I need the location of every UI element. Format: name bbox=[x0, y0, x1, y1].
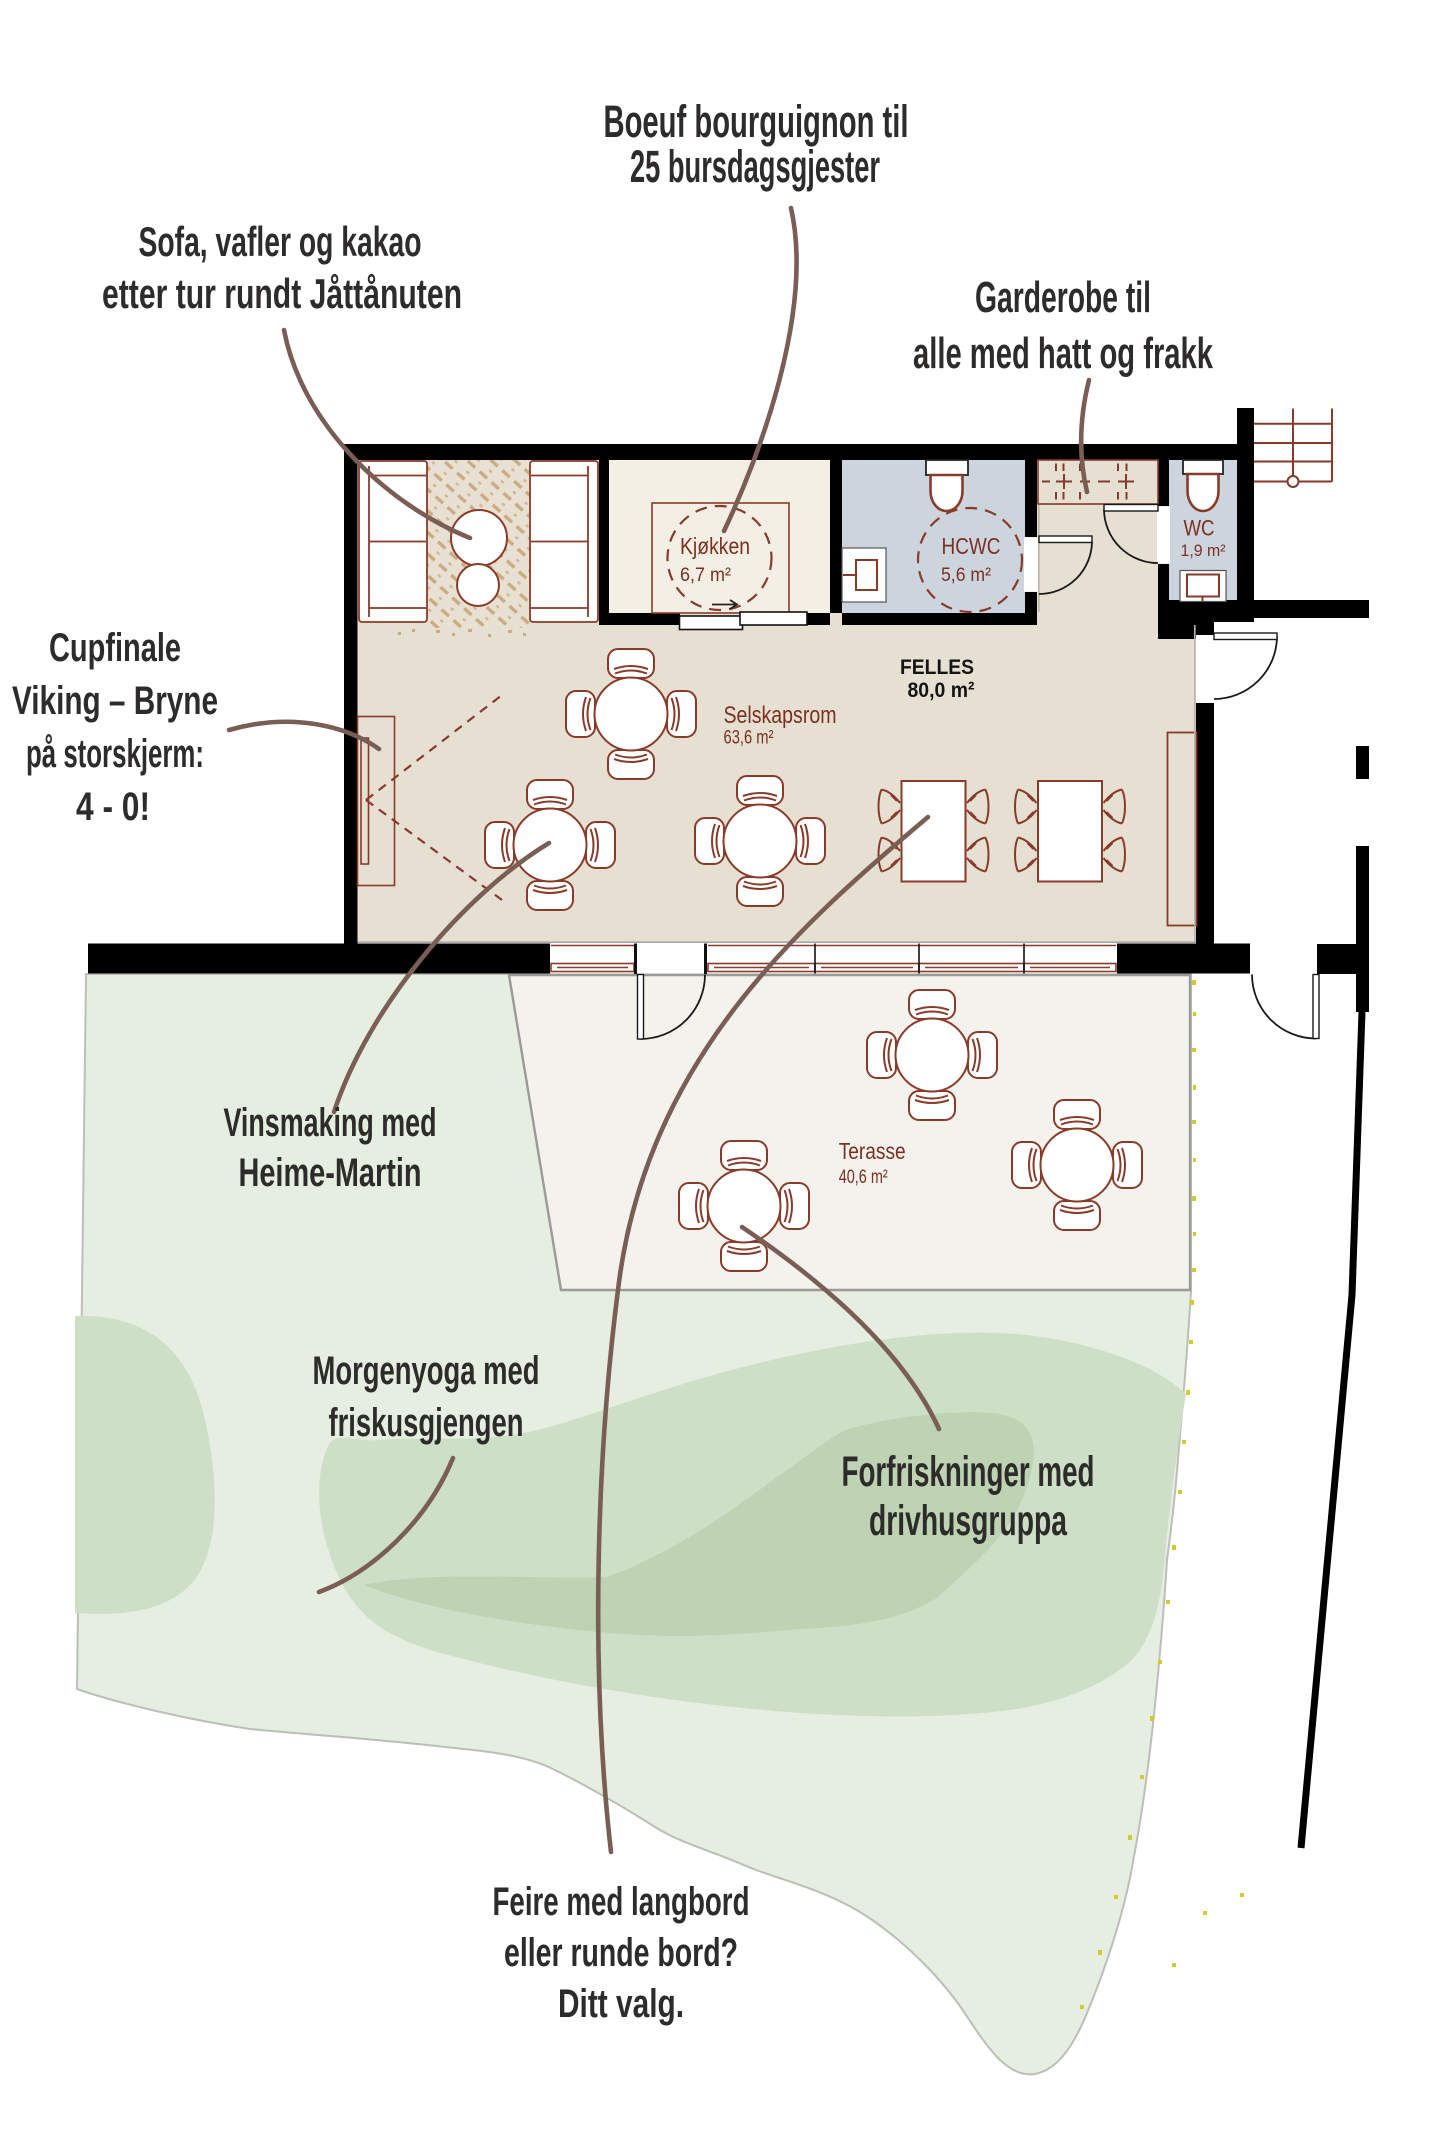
svg-text:friskusgjengen: friskusgjengen bbox=[329, 1401, 524, 1445]
svg-text:alle med hatt og frakk: alle med hatt og frakk bbox=[913, 329, 1213, 378]
svg-text:Forfriskninger med: Forfriskninger med bbox=[842, 1448, 1095, 1496]
svg-text:Boeuf bourguignon til: Boeuf bourguignon til bbox=[604, 96, 909, 147]
svg-text:80,0 m²: 80,0 m² bbox=[908, 678, 975, 702]
svg-text:Terasse: Terasse bbox=[839, 1138, 906, 1164]
svg-text:Sofa, vafler og kakao: Sofa, vafler og kakao bbox=[139, 218, 422, 265]
svg-text:5,6 m²: 5,6 m² bbox=[941, 565, 991, 586]
svg-text:Ditt valg.: Ditt valg. bbox=[558, 1982, 684, 2026]
svg-text:6,7 m²: 6,7 m² bbox=[680, 565, 731, 586]
svg-text:WC: WC bbox=[1184, 516, 1215, 541]
svg-text:Kjøkken: Kjøkken bbox=[680, 533, 750, 559]
svg-text:25 bursdagsgjester: 25 bursdagsgjester bbox=[630, 141, 880, 192]
svg-text:1,9 m²: 1,9 m² bbox=[1181, 542, 1226, 560]
svg-text:eller runde bord?: eller runde bord? bbox=[504, 1931, 738, 1975]
svg-text:Viking – Bryne: Viking – Bryne bbox=[12, 679, 218, 723]
svg-text:Feire med langbord: Feire med langbord bbox=[493, 1880, 750, 1924]
svg-text:Garderobe til: Garderobe til bbox=[975, 273, 1151, 322]
svg-text:drivhusgruppa: drivhusgruppa bbox=[869, 1497, 1068, 1545]
svg-text:på storskjerm:: på storskjerm: bbox=[26, 732, 204, 776]
svg-text:Heime-Martin: Heime-Martin bbox=[239, 1151, 422, 1195]
svg-text:4 - 0!: 4 - 0! bbox=[76, 785, 150, 829]
svg-text:Selskapsrom: Selskapsrom bbox=[724, 702, 837, 729]
svg-text:Morgenyoga med: Morgenyoga med bbox=[313, 1349, 540, 1393]
svg-text:FELLES: FELLES bbox=[900, 655, 974, 679]
svg-text:etter tur rundt Jåttånuten: etter tur rundt Jåttånuten bbox=[102, 270, 462, 317]
svg-text:63,6 m²: 63,6 m² bbox=[724, 727, 774, 749]
svg-text:Cupfinale: Cupfinale bbox=[49, 626, 181, 670]
svg-text:40,6 m²: 40,6 m² bbox=[839, 1167, 888, 1188]
svg-text:HCWC: HCWC bbox=[942, 533, 1001, 559]
svg-text:Vinsmaking med: Vinsmaking med bbox=[224, 1101, 437, 1145]
